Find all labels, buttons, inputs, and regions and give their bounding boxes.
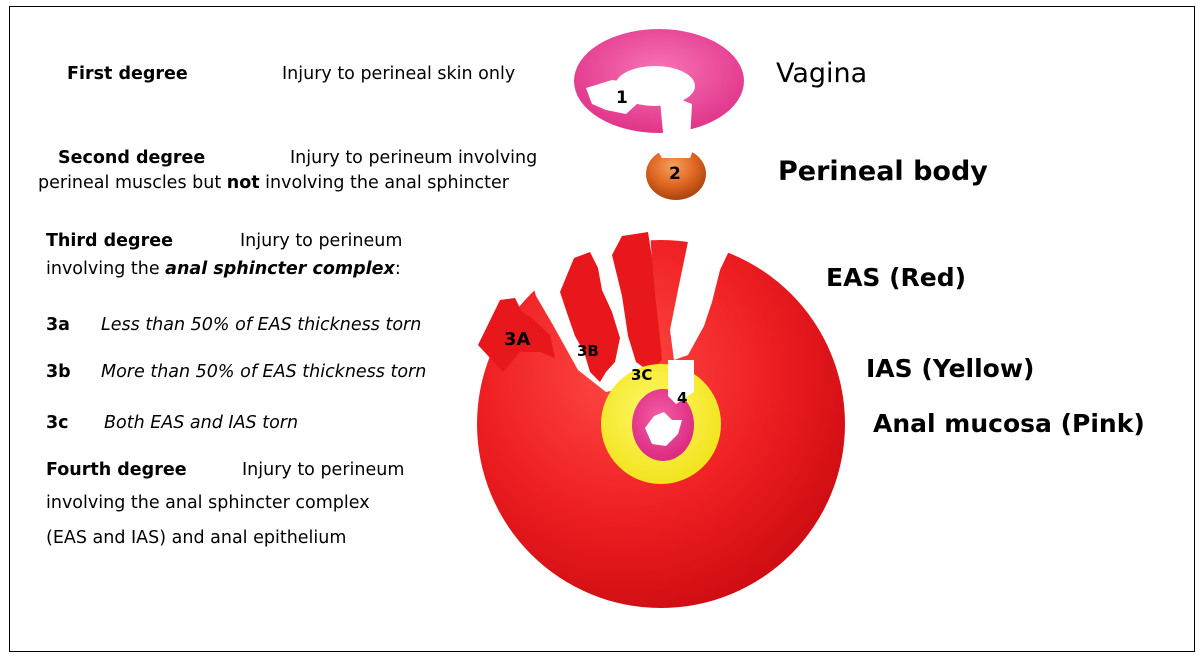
marker-1: 1 bbox=[616, 86, 628, 110]
label-perineal-body: Perineal body bbox=[778, 156, 988, 187]
label-vagina: Vagina bbox=[776, 58, 867, 89]
label-ias: IAS (Yellow) bbox=[866, 354, 1034, 383]
marker-4: 4 bbox=[677, 386, 687, 410]
marker-3b: 3B bbox=[577, 339, 599, 363]
marker-2: 2 bbox=[669, 162, 681, 186]
marker-3a: 3A bbox=[504, 328, 530, 352]
vagina-ring bbox=[574, 29, 744, 142]
label-anal-mucosa: Anal mucosa (Pink) bbox=[873, 409, 1145, 438]
label-eas: EAS (Red) bbox=[826, 263, 966, 292]
marker-3c: 3C bbox=[631, 363, 652, 387]
